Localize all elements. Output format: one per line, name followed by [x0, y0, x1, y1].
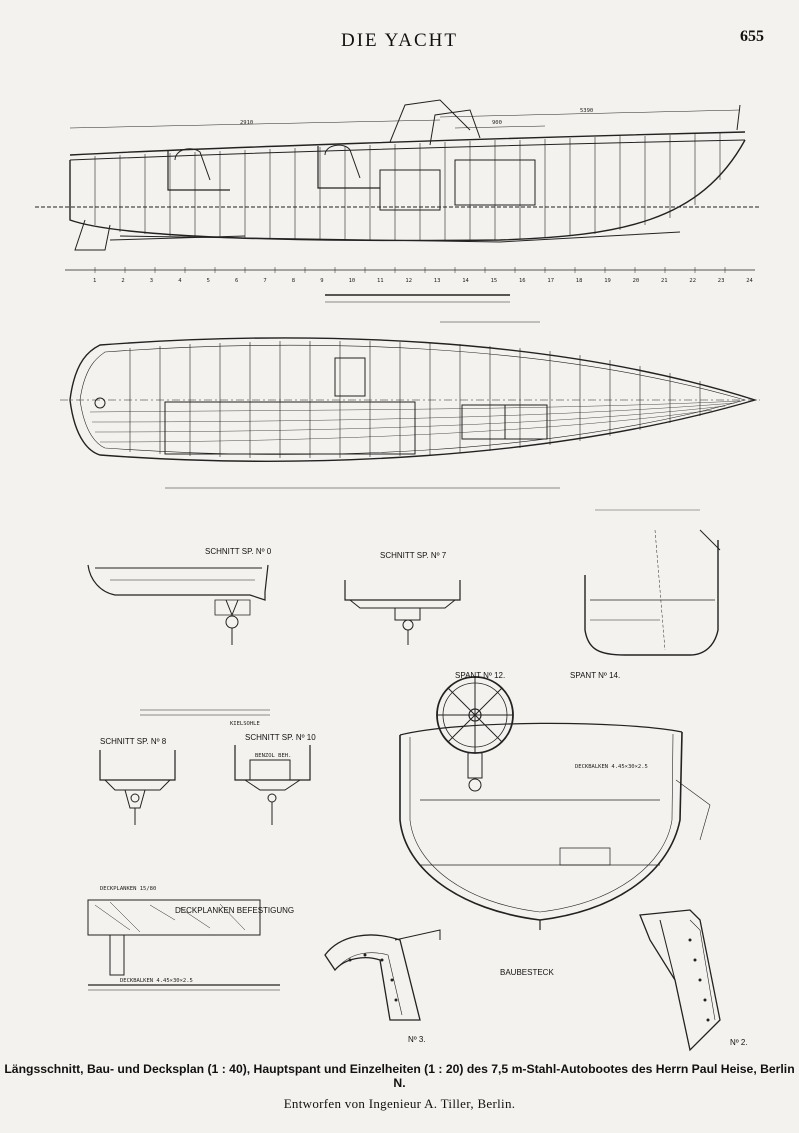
figure-caption: Längsschnitt, Bau- und Decksplan (1 : 40…	[0, 1062, 799, 1112]
section-sp7	[345, 580, 460, 645]
label-deck-beam: DECKBALKEN 4.45×30×2.5	[120, 978, 193, 984]
label-benzol: BENZOL BEH.	[255, 753, 291, 759]
station-number: 5	[207, 278, 210, 284]
longitudinal-section	[35, 100, 760, 302]
label-deck-fixing: DECKPLANKEN BEFESTIGUNG	[175, 906, 294, 915]
station-number: 23	[718, 278, 725, 284]
station-number: 2	[121, 278, 124, 284]
label-no2: Nº 2.	[730, 1038, 748, 1047]
station-number: 22	[689, 278, 696, 284]
station-number: 16	[519, 278, 526, 284]
label-section-sp7: SCHNITT SP. Nº 7	[380, 551, 447, 560]
station-number: 14	[462, 278, 469, 284]
station-number: 24	[746, 278, 753, 284]
station-number: 6	[235, 278, 238, 284]
label-section-sp10: SCHNITT SP. Nº 10	[245, 733, 316, 742]
label-deckbalken-mid: DECKBALKEN 4.45×30×2.5	[575, 764, 648, 770]
station-number: 11	[377, 278, 384, 284]
dim-5390: 5390	[580, 108, 593, 114]
station-number: 17	[547, 278, 554, 284]
deck-planking-detail	[88, 900, 280, 990]
caption-line-1: Längsschnitt, Bau- und Decksplan (1 : 40…	[4, 1062, 795, 1090]
label-deck-planks: DECKPLANKEN 15/80	[100, 886, 156, 892]
station-number: 13	[434, 278, 441, 284]
label-no3: Nº 3.	[408, 1035, 426, 1044]
station-number: 18	[576, 278, 583, 284]
station-number: 21	[661, 278, 668, 284]
station-number: 7	[263, 278, 266, 284]
section-sp8	[100, 710, 270, 825]
page-number: 655	[740, 28, 764, 45]
station-number: 20	[633, 278, 640, 284]
station-number: 3	[150, 278, 153, 284]
dim-2910: 2910	[240, 120, 253, 126]
station-number: 8	[292, 278, 295, 284]
technical-drawing: 123456789101112131415161718192021222324 …	[0, 60, 799, 1060]
station-number: 10	[349, 278, 356, 284]
section-sp10	[235, 745, 310, 825]
transom-section	[585, 510, 720, 655]
station-number: 15	[491, 278, 498, 284]
label-kielsohle: KIELSOHLE	[230, 721, 260, 727]
label-section-sp8: SCHNITT SP. Nº 8	[100, 737, 167, 746]
dim-900: 900	[492, 120, 502, 126]
section-sp0	[88, 565, 268, 645]
station-number: 9	[320, 278, 323, 284]
label-bow-stem: BAUBESTECK	[500, 968, 554, 977]
bow-fitting-no2	[640, 910, 720, 1050]
label-section-sp0: SCHNITT SP. Nº 0	[205, 547, 272, 556]
main-frame	[400, 677, 710, 930]
page-title: DIE YACHT	[340, 30, 459, 51]
station-number: 12	[405, 278, 412, 284]
stem-detail-no3	[325, 930, 440, 1020]
deck-plan	[60, 322, 760, 488]
station-number: 4	[178, 278, 182, 284]
label-spant-14: SPANT Nº 14.	[570, 671, 620, 680]
label-spant-12: SPANT Nº 12.	[455, 671, 505, 680]
station-number: 19	[604, 278, 611, 284]
station-number: 1	[93, 278, 96, 284]
page-header: DIE YACHT 655	[0, 28, 799, 58]
caption-line-2: Entworfen von Ingenieur A. Tiller, Berli…	[283, 1096, 516, 1111]
